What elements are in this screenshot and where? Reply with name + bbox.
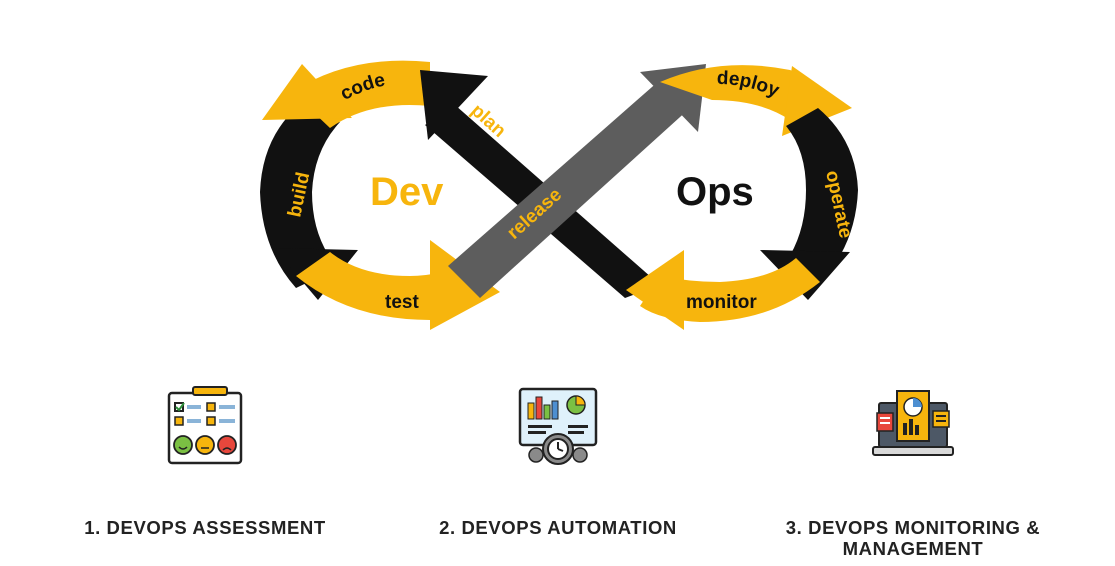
dev-label: Dev [370, 170, 444, 214]
devops-infinity-loop: code deploy plan build release operate t… [260, 60, 858, 330]
monitor-label: monitor [686, 292, 757, 313]
operate-segment [786, 108, 858, 276]
assessment-checklist-icon [167, 386, 243, 465]
test-label: test [385, 292, 419, 313]
build-segment [260, 108, 340, 288]
monitor-segment [640, 258, 820, 322]
test-arrowhead [430, 240, 500, 330]
step-title: 3. DEVOPS MONITORING & MANAGEMENT [785, 517, 1041, 559]
automation-dashboard-icon [518, 387, 598, 465]
step-assessment: 1. DEVOPS ASSESSMENT [25, 385, 385, 538]
monitoring-laptop-icon [872, 390, 954, 456]
step-automation: 2. DEVOPS AUTOMATION [378, 385, 738, 538]
step-monitoring: 3. DEVOPS MONITORING & MANAGEMENT [733, 385, 1093, 559]
step-title: 2. DEVOPS AUTOMATION [439, 517, 677, 538]
test-segment [296, 252, 470, 320]
plan-arrowhead [420, 70, 488, 140]
step-title: 1. DEVOPS ASSESSMENT [84, 517, 326, 538]
ops-label: Ops [676, 170, 754, 214]
code-arrowhead [262, 64, 352, 120]
monitor-arrowhead [626, 250, 684, 330]
deploy-segment [660, 65, 826, 120]
release-diagonal [448, 80, 690, 298]
